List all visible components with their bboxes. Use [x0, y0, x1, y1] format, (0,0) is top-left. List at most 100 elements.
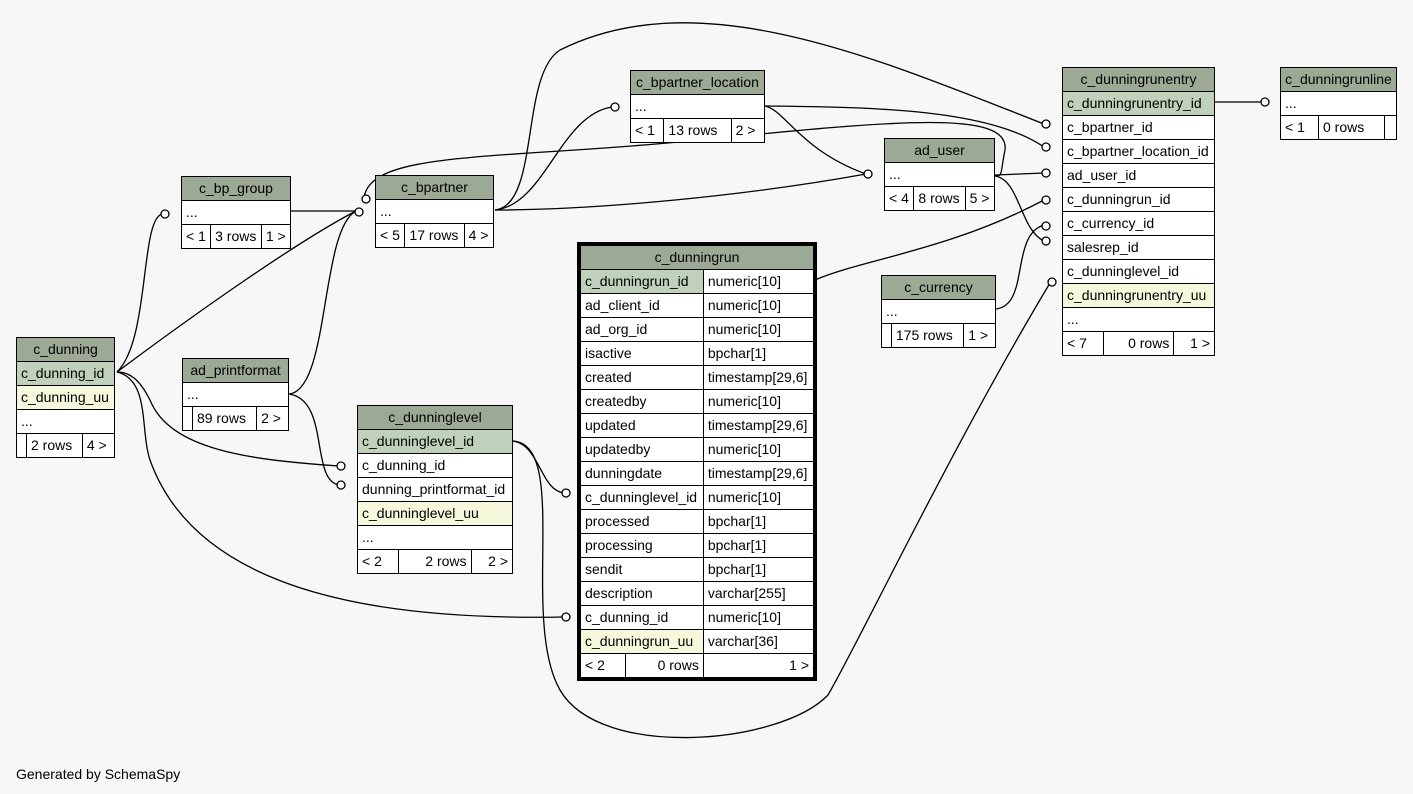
- parent-count: [16, 433, 27, 458]
- table-c-bpartner[interactable]: c_bpartner ... < 5 17 rows 4 >: [374, 175, 495, 248]
- parent-count: < 1: [1280, 115, 1319, 140]
- column-type: numeric[10]: [702, 389, 815, 414]
- child-count: 1 >: [260, 224, 292, 249]
- table-c-bp-group[interactable]: c_bp_group ... < 1 3 rows 1 >: [180, 176, 292, 249]
- column-row: c_dunning_id: [357, 453, 513, 478]
- column-row: ...: [1062, 307, 1215, 332]
- column-row: c_dunninglevel_id: [357, 429, 513, 454]
- column-row: ...: [375, 199, 494, 224]
- column-row: c_dunninglevel_id: [1062, 259, 1215, 284]
- column-name: description: [580, 581, 704, 606]
- column-row: ...: [1280, 91, 1397, 116]
- table-title[interactable]: c_dunning: [16, 337, 115, 362]
- column-row: salesrep_id: [1062, 235, 1215, 260]
- column-type: numeric[10]: [702, 437, 815, 462]
- edge-dunninglevel-printformat: [288, 393, 340, 486]
- table-title[interactable]: c_dunningrunline: [1280, 67, 1397, 92]
- column-type: numeric[10]: [702, 317, 815, 342]
- parent-count: < 2: [580, 653, 626, 678]
- table-ad-user[interactable]: ad_user ... < 4 8 rows 5 >: [883, 138, 996, 211]
- row-count: 0 rows: [1317, 115, 1386, 140]
- child-count: 1 >: [963, 323, 996, 348]
- table-title[interactable]: c_bpartner_location: [630, 70, 765, 95]
- crowfoot-markers: [160, 97, 1270, 622]
- column-name: ad_org_id: [580, 317, 704, 342]
- edge-aduser-bpartnerlocation: [764, 105, 867, 175]
- table-title[interactable]: c_bp_group: [181, 176, 291, 201]
- child-count: 5 >: [964, 186, 996, 211]
- table-title[interactable]: ad_user: [884, 138, 995, 163]
- edge-bpartner-aduser-loop: [363, 121, 1006, 199]
- column-type: numeric[10]: [702, 293, 815, 318]
- row-count: 8 rows: [913, 186, 966, 211]
- column-type: numeric[10]: [702, 269, 815, 294]
- table-c-dunningrunentry[interactable]: c_dunningrunentry c_dunningrunentry_id c…: [1062, 67, 1215, 356]
- column-name: c_dunning_id: [580, 605, 704, 630]
- column-name: sendit: [580, 557, 704, 582]
- column-row: c_dunning_id: [16, 361, 115, 386]
- table-title[interactable]: c_bpartner: [375, 175, 494, 200]
- column-row: c_dunninglevel_uu: [357, 501, 513, 526]
- child-count: 1 >: [702, 653, 815, 678]
- column-type: bpchar[1]: [702, 557, 815, 582]
- edge-bpartnerlocation-bpartner: [494, 106, 613, 211]
- edge-bpartner-printformat: [288, 210, 357, 395]
- column-type: numeric[10]: [702, 605, 815, 630]
- edge-dunningrunentry-bpartner: [494, 22, 1045, 211]
- edge-dunningrunentry-dunningrun: [814, 199, 1045, 281]
- child-count: 2 >: [730, 118, 766, 143]
- edge-dunningrunentry-dunninglevel: [512, 282, 1051, 739]
- table-c-dunningrunline[interactable]: c_dunningrunline ... < 1 0 rows: [1280, 67, 1397, 140]
- edge-bpartner-dunning: [116, 210, 357, 373]
- column-type: bpchar[1]: [702, 341, 815, 366]
- edge-aduser-bpartner: [494, 173, 867, 211]
- column-name: c_dunninglevel_id: [580, 485, 704, 510]
- row-count: 3 rows: [210, 224, 262, 249]
- column-name: c_dunningrun_uu: [580, 629, 704, 654]
- table-title[interactable]: ad_printformat: [182, 358, 289, 383]
- column-type: bpchar[1]: [702, 509, 815, 534]
- row-count: 0 rows: [624, 653, 704, 678]
- column-row: c_dunning_uu: [16, 385, 115, 410]
- child-count: 4 >: [81, 433, 116, 458]
- column-row: ad_user_id: [1062, 163, 1215, 188]
- edge-dunningrunentry-currency: [995, 224, 1045, 310]
- column-name: processed: [580, 509, 704, 534]
- table-title[interactable]: c_dunningrunentry: [1062, 67, 1215, 92]
- row-count: 0 rows: [1102, 331, 1175, 356]
- table-title[interactable]: c_dunninglevel: [357, 405, 513, 430]
- column-type: varchar[36]: [702, 629, 815, 654]
- child-count: 4 >: [463, 223, 495, 248]
- generated-by-footer: Generated by SchemaSpy: [16, 766, 181, 782]
- child-count: [1384, 115, 1397, 140]
- table-c-currency[interactable]: c_currency ... 175 rows 1 >: [881, 275, 996, 348]
- table-title[interactable]: c_dunningrun: [580, 245, 814, 270]
- column-row: c_bpartner_location_id: [1062, 139, 1215, 164]
- edge-dunningrun-dunninglevel: [512, 440, 565, 494]
- parent-count: < 7: [1062, 331, 1104, 356]
- column-row: ...: [181, 200, 291, 225]
- column-row: dunning_printformat_id: [357, 477, 513, 502]
- edge-dunningrunentry-salesrep: [994, 175, 1045, 242]
- column-name: ad_client_id: [580, 293, 704, 318]
- column-row: c_dunningrunentry_id: [1062, 91, 1215, 116]
- column-type: timestamp[29,6]: [702, 413, 815, 438]
- column-row: ...: [357, 525, 513, 550]
- parent-count: < 5: [374, 223, 406, 248]
- table-c-bpartner-location[interactable]: c_bpartner_location ... < 1 13 rows 2 >: [629, 70, 766, 143]
- table-ad-printformat[interactable]: ad_printformat ... 89 rows 2 >: [182, 358, 289, 431]
- table-c-dunninglevel[interactable]: c_dunninglevel c_dunninglevel_id c_dunni…: [356, 405, 513, 574]
- column-type: bpchar[1]: [702, 533, 815, 558]
- column-row: ...: [630, 94, 765, 119]
- column-name: dunningdate: [580, 461, 704, 486]
- parent-count: [182, 406, 193, 431]
- row-count: 175 rows: [890, 323, 965, 348]
- table-title[interactable]: c_currency: [881, 275, 996, 300]
- child-count: 1 >: [1173, 331, 1215, 356]
- column-row: c_dunningrunentry_uu: [1062, 283, 1215, 308]
- edge-dunningrunentry-aduser: [994, 172, 1045, 176]
- table-c-dunning[interactable]: c_dunning c_dunning_id c_dunning_uu ... …: [16, 337, 116, 458]
- column-type: varchar[255]: [702, 581, 815, 606]
- column-type: timestamp[29,6]: [702, 461, 815, 486]
